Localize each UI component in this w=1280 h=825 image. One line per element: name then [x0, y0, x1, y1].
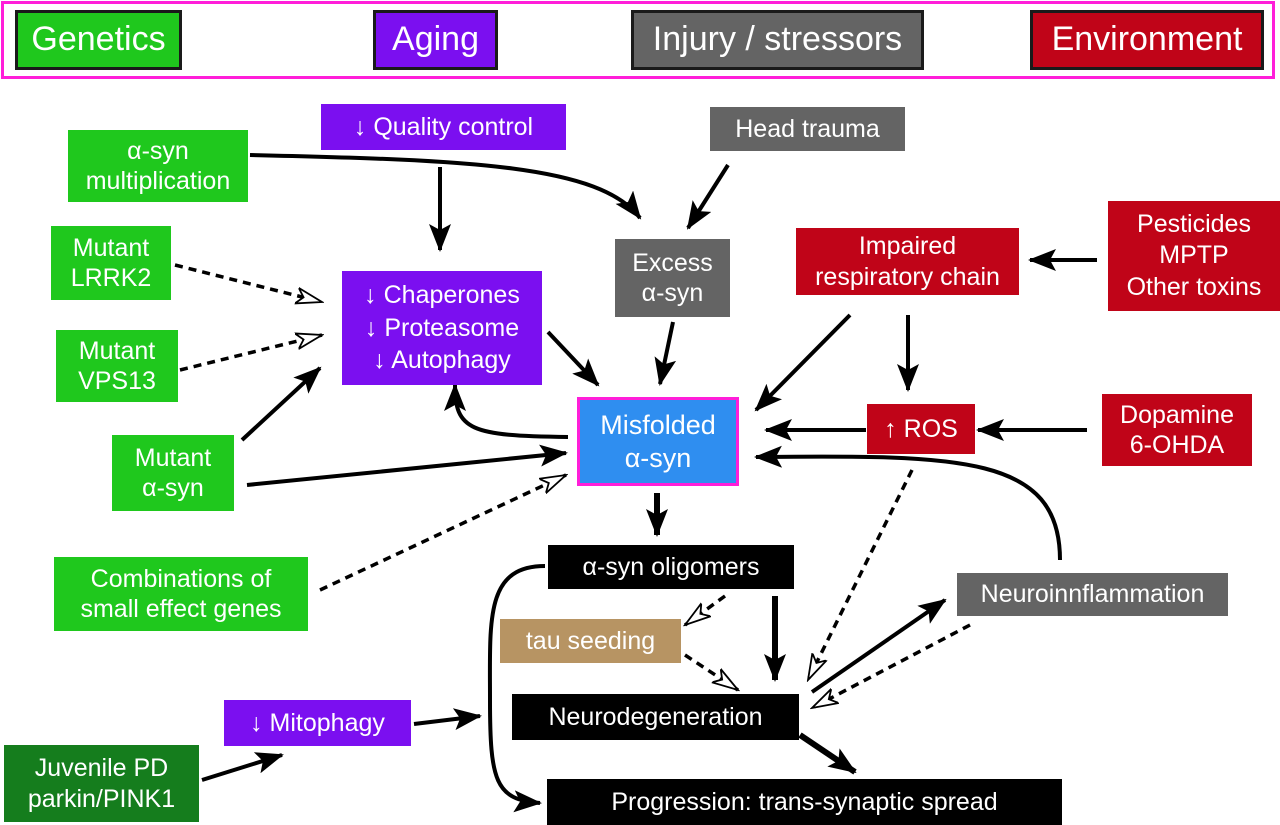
node-label-line: Misfolded — [600, 409, 716, 440]
arrow-neurodegeneration-to-neuroinflammation — [810, 598, 947, 694]
arrow-neuroinflammation-to-neurodegeneration — [812, 623, 971, 710]
arrow-tau-to-neurodegeneration — [684, 653, 738, 690]
legend-environment: Environment — [1030, 10, 1264, 70]
node-label-line: α-syn — [641, 279, 704, 307]
node-label-line: LRRK2 — [70, 264, 152, 292]
node-label-line: ↓ Proteasome — [364, 313, 520, 342]
arrow-misfolded-to-chaperones — [444, 383, 569, 439]
node-pesticides-toxins: Pesticides MPTP Other toxins — [1108, 201, 1280, 311]
node-label-line: small effect genes — [80, 595, 282, 623]
node-mutant-lrrk2: Mutant LRRK2 — [51, 226, 171, 300]
node-tau-seeding: tau seeding — [500, 619, 681, 663]
arrow-neuroinflammation-to-misfolded — [754, 445, 1062, 561]
arrow-juvenile-to-mitophagy — [201, 752, 284, 782]
arrow-excess-to-misfolded — [654, 321, 677, 386]
arrow-trauma-to-excess — [686, 163, 730, 230]
node-label-line: Mutant — [72, 233, 150, 262]
node-label-line: Dopamine — [1120, 400, 1234, 429]
node-mitophagy: ↓ Mitophagy — [224, 700, 411, 746]
arrow-mutant-asyn-to-chaperones — [240, 366, 322, 442]
arrow-small-genes-to-misfolded — [319, 473, 566, 592]
legend-aging: Aging — [373, 10, 498, 70]
node-label-line: Juvenile PD — [34, 754, 169, 782]
node-label-line: α-syn — [142, 474, 204, 502]
node-progression-trans-synaptic-spread: Progression: trans-synaptic spread — [547, 779, 1062, 825]
node-mutant-vps13: Mutant VPS13 — [56, 330, 178, 402]
legend-genetics: Genetics — [15, 10, 182, 70]
node-quality-control: ↓ Quality control — [321, 104, 566, 150]
arrow-mitophagy-to-progression — [413, 708, 482, 731]
node-label-line: Excess — [632, 248, 713, 277]
node-excess-asyn: Excess α-syn — [615, 239, 730, 317]
node-small-effect-genes: Combinations of small effect genes — [54, 557, 308, 631]
node-label-line: α-syn — [127, 136, 189, 165]
node-label-line: MPTP — [1159, 241, 1229, 270]
node-label-line: Mutant — [78, 336, 156, 365]
node-asyn-multiplication: α-syn multiplication — [68, 130, 248, 202]
node-label-line: 6-OHDA — [1129, 431, 1225, 459]
node-label-line: ↓ Autophagy — [373, 346, 511, 375]
arrow-mutant-asyn-to-misfolded — [246, 444, 568, 487]
node-label-line: Pesticides — [1137, 210, 1251, 239]
node-label-line: Other toxins — [1126, 272, 1262, 301]
arrow-multiplication-to-excess — [249, 153, 642, 220]
node-label-line: Impaired — [858, 232, 957, 260]
node-juvenile-pd-parkin-pink1: Juvenile PD parkin/PINK1 — [4, 745, 199, 822]
node-neuroinflammation: Neuroinnflammation — [957, 573, 1228, 616]
arrow-vps13-to-chaperones — [179, 335, 322, 372]
arrow-ros-to-neurodegeneration — [806, 469, 914, 680]
node-misfolded-asyn: Misfolded α-syn — [577, 397, 739, 486]
node-label-line: respiratory chain — [815, 262, 1000, 291]
node-asyn-oligomers: α-syn oligomers — [548, 545, 794, 589]
node-label-line: VPS13 — [78, 367, 156, 395]
node-label-line: parkin/PINK1 — [27, 784, 176, 813]
arrow-oligomers-to-tau — [685, 594, 727, 625]
legend-frame — [1, 1, 1275, 79]
node-label-line: Mutant — [134, 443, 212, 472]
node-head-trauma: Head trauma — [710, 107, 905, 151]
node-impaired-respiratory-chain: Impaired respiratory chain — [796, 228, 1019, 295]
legend-injury-stressors: Injury / stressors — [631, 10, 924, 70]
node-mutant-asyn: Mutant α-syn — [112, 435, 234, 511]
arrow-respiratory-to-misfolded — [754, 313, 852, 412]
node-label-line: multiplication — [85, 167, 231, 195]
node-neurodegeneration: Neurodegeneration — [512, 694, 799, 740]
node-label-line: α-syn — [624, 442, 692, 473]
arrow-chaperones-to-misfolded — [546, 330, 600, 387]
arrow-neurodegeneration-to-progression — [798, 732, 857, 775]
node-chaperones-proteasome-autophagy: ↓ Chaperones ↓ Proteasome ↓ Autophagy — [342, 271, 542, 385]
node-label-line: ↓ Chaperones — [364, 281, 520, 310]
node-ros: ↑ ROS — [867, 404, 975, 454]
arrow-oligomers-to-progression — [487, 564, 546, 813]
node-dopamine-6ohda: Dopamine 6-OHDA — [1102, 394, 1252, 466]
arrow-lrrk2-to-chaperones — [174, 263, 322, 302]
node-label-line: Combinations of — [90, 564, 272, 593]
